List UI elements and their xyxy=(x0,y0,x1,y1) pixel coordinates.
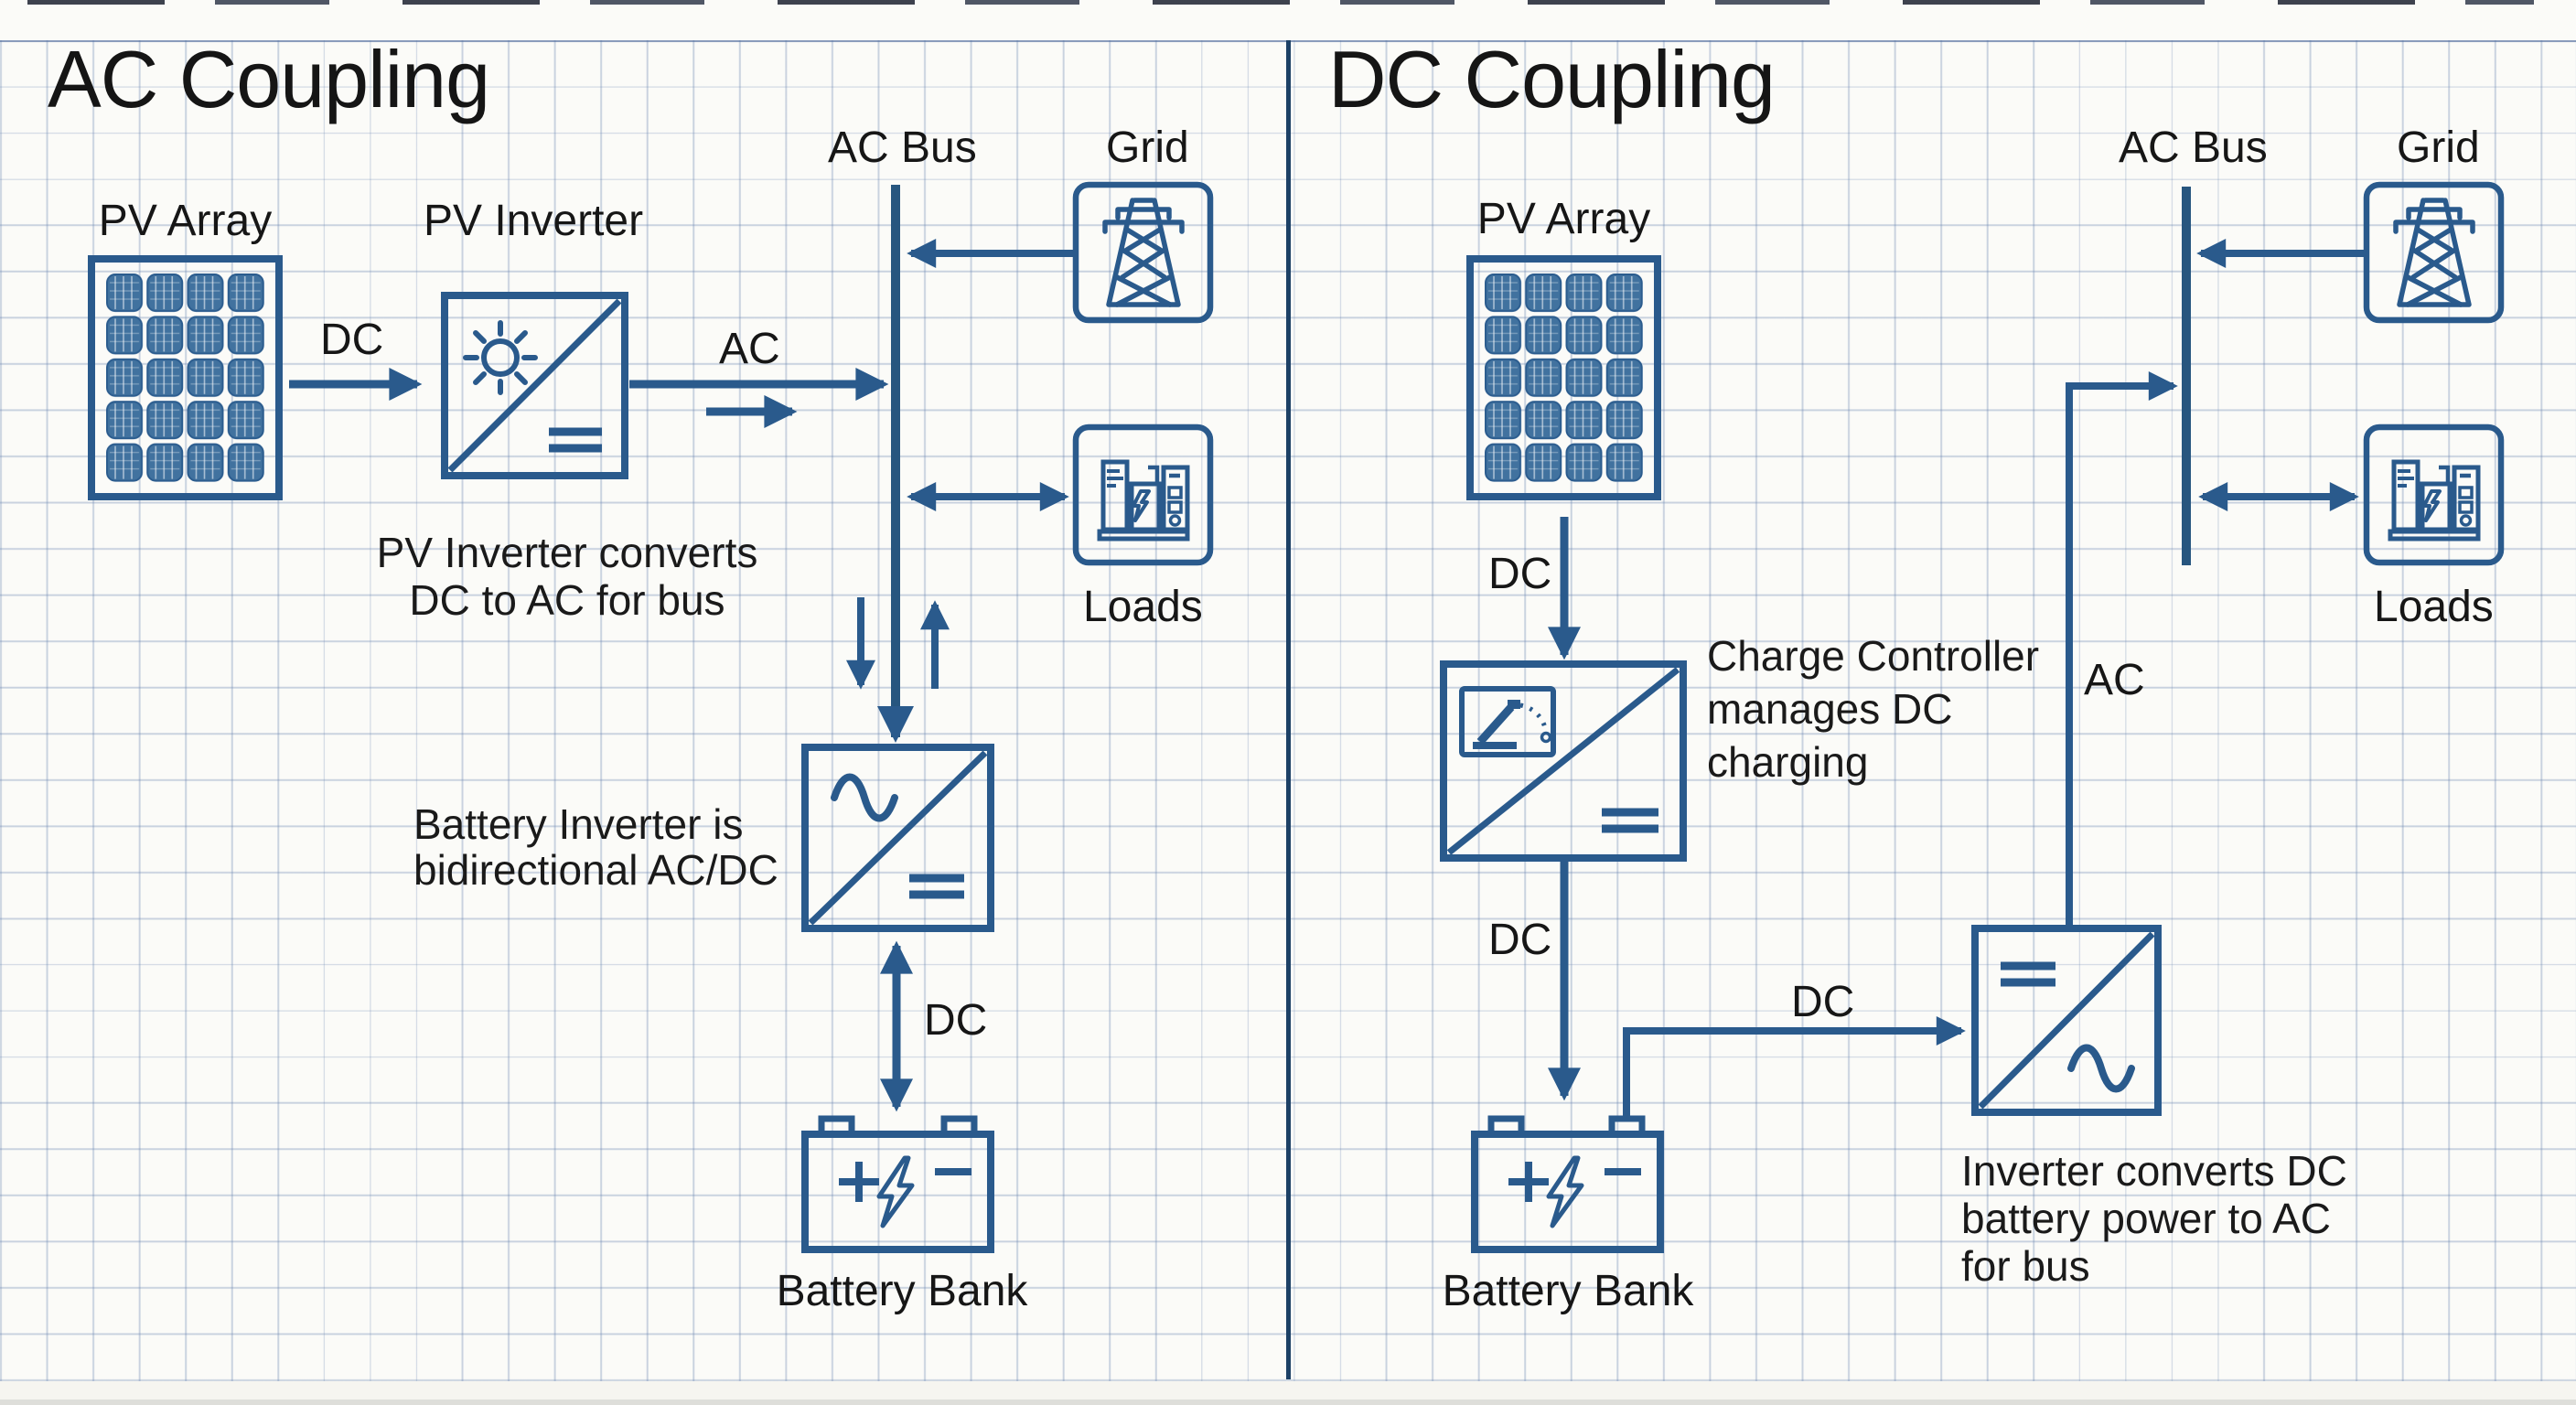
left-section-title: AC Coupling xyxy=(48,34,490,124)
ac-label: AC xyxy=(719,325,780,373)
scan-top-edge-marks xyxy=(27,0,2534,5)
scan-bottom-edge xyxy=(0,1400,2576,1405)
caption-line: charging xyxy=(1707,738,1869,786)
battery-dc-label: DC xyxy=(924,996,988,1045)
loads-label: Loads xyxy=(2374,583,2494,631)
ac-bus-label: AC Bus xyxy=(828,123,977,172)
caption-line: DC to AC for bus xyxy=(409,576,725,624)
plus-sign xyxy=(1508,1162,1549,1202)
battery-to-inverter-arrow xyxy=(1623,1016,1966,1119)
grid-tower-icon xyxy=(2363,181,2505,324)
pv-inverter-label: PV Inverter xyxy=(424,197,644,245)
bus-charge-discharge-arrows xyxy=(846,597,950,690)
caption-line: bidirectional AC/DC xyxy=(413,846,778,894)
caption-line: manages DC xyxy=(1707,685,1953,733)
pv-array-label: PV Array xyxy=(1476,195,1651,243)
dc-symbol xyxy=(909,874,964,899)
dc-symbol xyxy=(1602,808,1658,833)
pv-inverter-caption: PV Inverter converts DC to AC for bus xyxy=(370,529,764,624)
grid-label: Grid xyxy=(2397,123,2480,172)
pv-array-icon xyxy=(1466,255,1661,500)
caption-line: Charge Controller xyxy=(1707,632,2040,680)
caption-line: Inverter converts DC xyxy=(1961,1147,2347,1195)
battery-bank-label: Battery Bank xyxy=(1442,1267,1694,1315)
dc-label: DC xyxy=(320,316,384,364)
lightning-bolt-icon xyxy=(876,1155,915,1228)
grid-tower-icon xyxy=(1072,181,1214,324)
dc-label: DC xyxy=(1791,978,1855,1026)
battery-icon xyxy=(801,1115,994,1253)
ac-symbol xyxy=(831,773,898,822)
pv-array-label: PV Array xyxy=(98,197,273,245)
battery-icon xyxy=(1471,1115,1664,1253)
pv-array-icon xyxy=(88,255,283,500)
plus-sign xyxy=(839,1162,879,1202)
caption-line: for bus xyxy=(1961,1242,2090,1290)
battery-inverter-caption: Battery Inverter is bidirectional AC/DC xyxy=(413,801,778,893)
dc-symbol xyxy=(2001,961,2055,987)
dc-label: DC xyxy=(1488,550,1552,598)
loads-icon xyxy=(1072,424,1214,566)
sun-icon xyxy=(463,320,538,395)
inverter-icon xyxy=(1971,925,2162,1116)
grid-label: Grid xyxy=(1106,123,1189,172)
caption-line: battery power to AC xyxy=(1961,1195,2331,1242)
loads-label: Loads xyxy=(1083,583,1203,631)
ac-label: AC xyxy=(2084,656,2145,704)
caption-line: Battery Inverter is xyxy=(413,800,744,848)
dc-label: DC xyxy=(1488,916,1552,964)
ac-bus-label: AC Bus xyxy=(2119,123,2268,172)
inverter-caption: Inverter converts DC battery power to AC… xyxy=(1961,1147,2347,1290)
battery-inverter-icon xyxy=(801,744,994,932)
right-section-title: DC Coupling xyxy=(1328,34,1776,124)
caption-line: PV Inverter converts xyxy=(376,529,758,576)
section-divider-line xyxy=(1286,40,1291,1379)
meter-icon xyxy=(1459,686,1556,757)
lightning-bolt-icon xyxy=(1546,1155,1584,1228)
battery-bank-label: Battery Bank xyxy=(776,1267,1028,1315)
pv-inverter-icon xyxy=(441,292,628,479)
inverter-to-bus-arrow xyxy=(2066,371,2178,927)
ac-symbol xyxy=(2067,1044,2135,1093)
loads-icon xyxy=(2363,424,2505,566)
dc-symbol xyxy=(549,427,602,453)
charge-controller-icon xyxy=(1440,660,1687,862)
charge-controller-caption: Charge Controller manages DC charging xyxy=(1707,629,2039,788)
ac-arrow xyxy=(629,368,889,428)
